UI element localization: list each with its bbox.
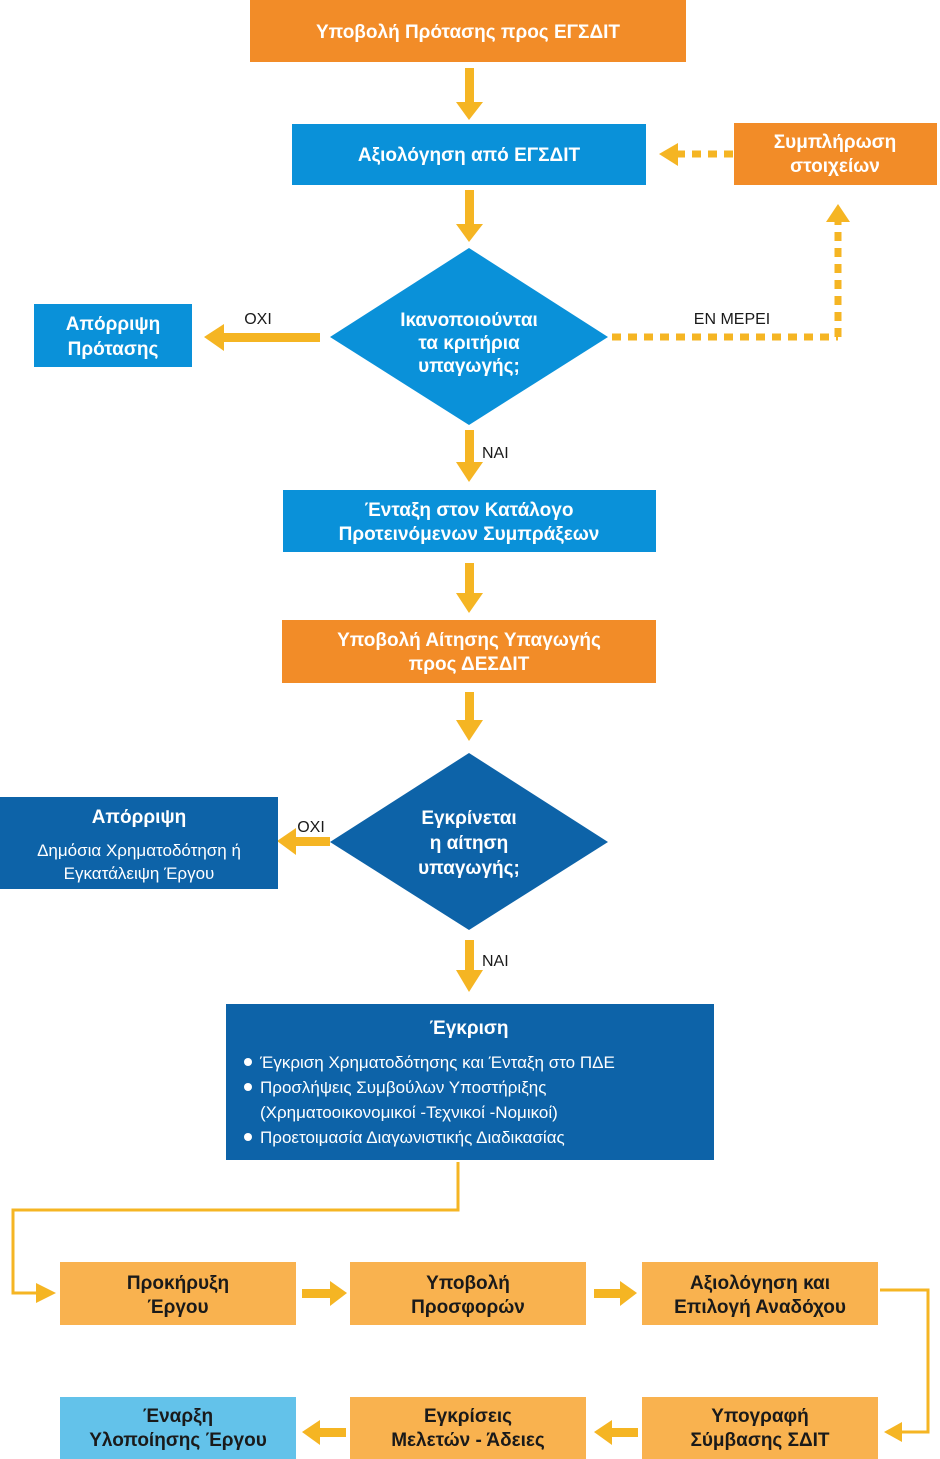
arrow-sign-to-permits — [594, 1420, 638, 1445]
node-approval-bullet-2: Προσλήψεις Συμβούλων Υποστήριξης — [260, 1078, 546, 1097]
node-reject-public-title: Απόρριψη — [92, 807, 187, 828]
node-offers: Υποβολή Προσφορών — [350, 1262, 586, 1325]
node-tender-line-1: Προκήρυξη — [127, 1273, 229, 1294]
node-criteria-line-3: υπαγωγής; — [418, 356, 520, 377]
node-sign-contract: Υπογραφή Σύμβασης ΣΔΙΤ — [642, 1397, 878, 1459]
node-reject-proposal: Απόρριψη Πρότασης — [34, 304, 192, 367]
arrow-tender-to-offers — [302, 1281, 347, 1306]
node-reject-public: Απόρριψη Δημόσια Χρηματοδότηση ή Εγκατάλ… — [0, 797, 278, 889]
node-approval-bullet-2b: (Χρηματοοικονομικοί -Τεχνικοί -Νομικοί) — [260, 1103, 558, 1122]
node-submit-proposal-label: Υποβολή Πρότασης προς ΕΓΣΔΙΤ — [316, 22, 620, 43]
node-select-contractor: Αξιολόγηση και Επιλογή Αναδόχου — [642, 1262, 878, 1325]
node-criteria-line-1: Ικανοποιούνται — [400, 310, 538, 331]
arrow-approve-to-approval — [456, 940, 483, 992]
node-approve-question: Εγκρίνεται η αίτηση υπαγωγής; — [330, 753, 608, 930]
node-approve-line-1: Εγκρίνεται — [421, 808, 516, 829]
node-catalog-line-1: Ένταξη στον Κατάλογο — [365, 500, 574, 521]
node-start-project-line-1: Έναρξη — [143, 1406, 213, 1427]
node-approval-title: Έγκριση — [429, 1018, 508, 1039]
arrow-criteria-to-reject — [204, 324, 320, 351]
node-tender: Προκήρυξη Έργου — [60, 1262, 296, 1325]
node-tender-line-2: Έργου — [147, 1297, 208, 1318]
node-offers-line-1: Υποβολή — [426, 1273, 510, 1294]
node-permits-line-1: Εγκρίσεις — [424, 1406, 512, 1427]
arrow-catalog-to-application — [456, 563, 483, 613]
node-evaluation: Αξιολόγηση από ΕΓΣΔΙΤ — [292, 124, 646, 185]
node-evaluation-label: Αξιολόγηση από ΕΓΣΔΙΤ — [358, 145, 581, 166]
bullet-dot — [244, 1083, 252, 1091]
node-permits: Εγκρίσεις Μελετών - Άδειες — [350, 1397, 586, 1459]
arrow-evaluation-to-criteria — [456, 190, 483, 242]
node-catalog: Ένταξη στον Κατάλογο Προτεινόμενων Συμπρ… — [283, 490, 656, 552]
label-yes-approve: ΝΑΙ — [482, 953, 509, 970]
bullet-dot — [244, 1133, 252, 1141]
node-reject-public-line-1: Δημόσια Χρηματοδότηση ή — [37, 841, 241, 860]
arrow-approve-to-reject-public — [277, 828, 330, 855]
node-submit-application-line-1: Υποβολή Αίτησης Υπαγωγής — [337, 630, 601, 651]
arrow-submit-to-evaluation — [456, 68, 483, 120]
node-criteria-line-2: τα κριτήρια — [418, 333, 520, 354]
arrow-permits-to-start — [302, 1420, 346, 1445]
arrow-application-to-approve — [456, 692, 483, 741]
node-permits-line-2: Μελετών - Άδειες — [391, 1430, 545, 1451]
node-sign-contract-line-2: Σύμβασης ΣΔΙΤ — [690, 1430, 829, 1451]
node-approval-bullet-3: Προετοιμασία Διαγωνιστικής Διαδικασίας — [260, 1128, 565, 1147]
node-complete-info-line-2: στοιχείων — [790, 156, 880, 177]
node-complete-info: Συμπλήρωση στοιχείων — [734, 123, 937, 185]
label-yes-criteria: ΝΑΙ — [482, 445, 509, 462]
dashed-partial-path — [612, 204, 850, 341]
node-submit-application: Υποβολή Αίτησης Υπαγωγής προς ΔΕΣΔΙΤ — [282, 620, 656, 683]
node-sign-contract-line-1: Υπογραφή — [711, 1406, 809, 1427]
arrow-criteria-to-catalog — [456, 430, 483, 482]
bullet-dot — [244, 1058, 252, 1066]
node-criteria-question: Ικανοποιούνται τα κριτήρια υπαγωγής; — [330, 248, 608, 425]
arrow-offers-to-select — [594, 1281, 637, 1306]
label-partial: ΕΝ ΜΕΡΕΙ — [694, 311, 770, 328]
node-approval: Έγκριση Έγκριση Χρηματοδότησης και Ένταξ… — [226, 1004, 714, 1160]
line-approval-to-tender — [11, 1162, 460, 1303]
node-start-project-line-2: Υλοποίησης Έργου — [89, 1430, 267, 1451]
node-reject-proposal-line-2: Πρότασης — [68, 339, 159, 360]
node-submit-application-line-2: προς ΔΕΣΔΙΤ — [409, 654, 530, 675]
label-no-criteria: ΟΧΙ — [244, 311, 272, 328]
node-start-project: Έναρξη Υλοποίησης Έργου — [60, 1397, 296, 1459]
node-select-contractor-line-2: Επιλογή Αναδόχου — [674, 1297, 846, 1318]
node-approve-line-3: υπαγωγής; — [418, 858, 520, 879]
node-reject-proposal-line-1: Απόρριψη — [66, 314, 161, 335]
node-submit-proposal: Υποβολή Πρότασης προς ΕΓΣΔΙΤ — [250, 0, 686, 62]
node-approve-line-2: η αίτηση — [430, 833, 509, 854]
line-select-to-sign — [880, 1288, 930, 1442]
node-offers-line-2: Προσφορών — [411, 1297, 525, 1318]
node-select-contractor-line-1: Αξιολόγηση και — [690, 1273, 830, 1294]
node-complete-info-line-1: Συμπλήρωση — [774, 132, 897, 153]
node-reject-public-line-2: Εγκατάλειψη Έργου — [64, 864, 215, 883]
connectors — [11, 68, 930, 1445]
node-catalog-line-2: Προτεινόμενων Συμπράξεων — [339, 524, 600, 545]
node-approval-bullet-1: Έγκριση Χρηματοδότησης και Ένταξη στο ΠΔ… — [259, 1053, 615, 1072]
dashed-complete-to-evaluation — [659, 143, 733, 166]
label-no-approve: ΟΧΙ — [297, 819, 325, 836]
